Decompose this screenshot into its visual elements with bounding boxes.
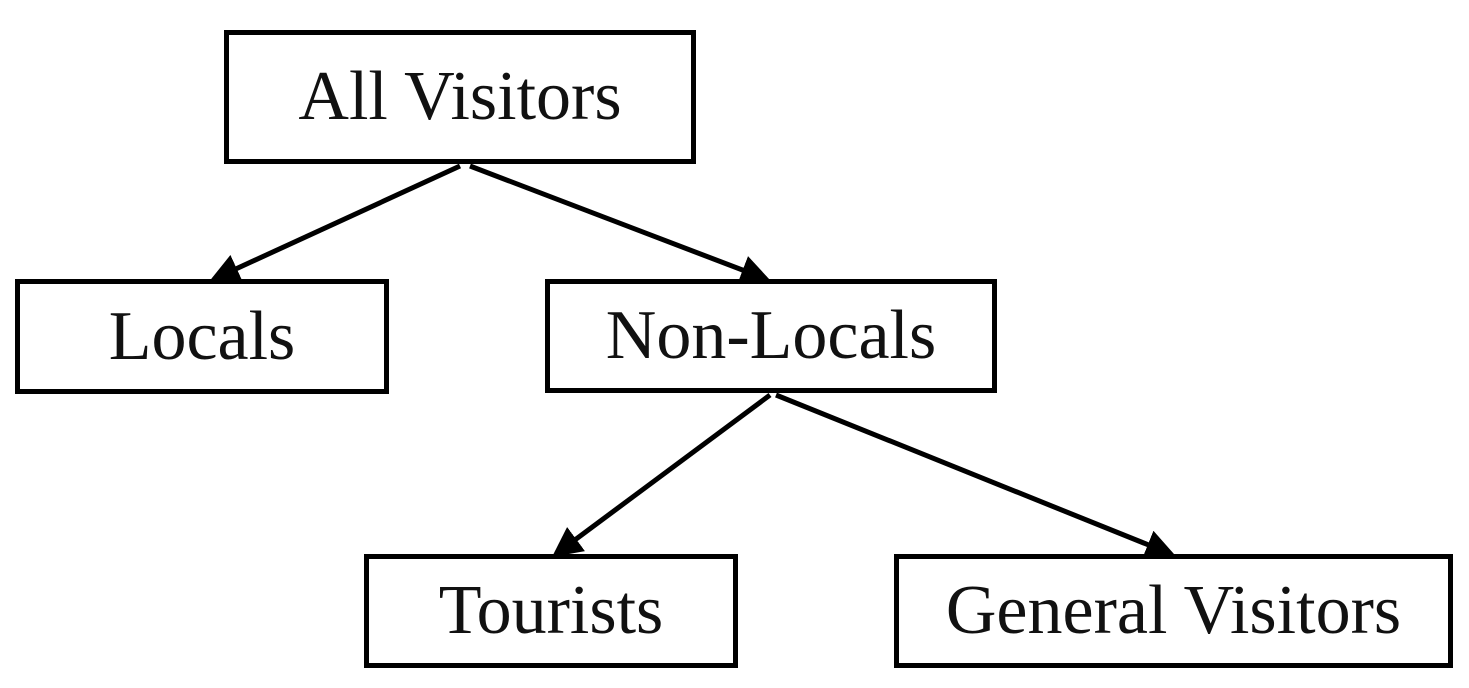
node-all-visitors-label: All Visitors: [298, 58, 622, 135]
node-locals-label: Locals: [108, 297, 296, 375]
node-non-locals: Non-Locals: [545, 279, 997, 393]
edge-non-locals-to-tourists: [551, 392, 772, 557]
edge-all-visitors-to-locals: [209, 163, 462, 283]
node-all-visitors: All Visitors: [224, 30, 696, 164]
node-general-visitors-label: General Visitors: [945, 572, 1402, 649]
node-tourists: Tourists: [364, 554, 738, 668]
node-general-visitors: General Visitors: [894, 554, 1453, 668]
node-locals: Locals: [15, 279, 389, 394]
edge-all-visitors-to-non-locals: [469, 163, 771, 285]
node-tourists-label: Tourists: [438, 572, 664, 649]
node-non-locals-label: Non-Locals: [605, 297, 937, 374]
edge-non-locals-to-general-visitors: [775, 392, 1176, 559]
